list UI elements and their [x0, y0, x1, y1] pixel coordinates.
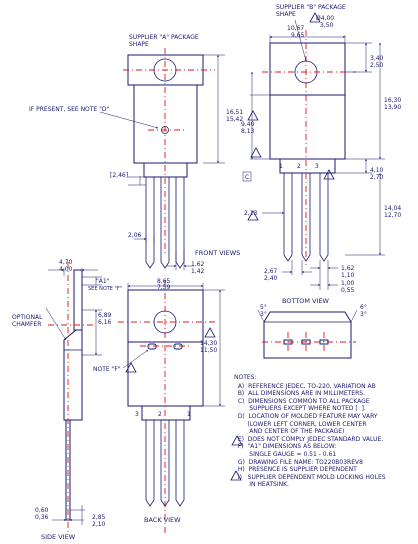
dim-2-85-top: 2,85	[92, 514, 106, 521]
dim-1-62a-bot: 1,42	[191, 268, 205, 275]
dim-16-30-top: 16,30	[384, 97, 401, 104]
dim-3-40-bot: 2,50	[370, 62, 384, 69]
note-d: D) LOCATION OF MOLDED FEATURE MAY VARY	[234, 412, 378, 420]
front-view-b	[242, 19, 385, 290]
dim-3-40-top: 3,40	[370, 55, 384, 62]
note-d-cont-1: (LOWER LEFT CORNER, LOWER CENTER	[234, 420, 367, 428]
angle-5-bot: 3°	[260, 311, 267, 318]
note-f: F) "A1" DIMENSIONS AS BELOW:	[234, 443, 337, 451]
dim-4-70-top: 4,70	[59, 259, 73, 266]
dim-dia-top: Ø4,00	[316, 15, 334, 22]
supplier-b-label-2: SHAPE	[276, 11, 296, 18]
back-view	[118, 280, 225, 535]
dim-6-89-bot: 6,16	[98, 319, 112, 326]
front-pin-3: 3	[315, 163, 319, 170]
optional-chamfer-2: CHAMFER	[12, 321, 41, 328]
supplier-a-label-2: SHAPE	[129, 41, 149, 48]
bottom-view	[257, 309, 358, 359]
dim-10-67-top: 10,67	[287, 25, 304, 32]
dim-1-00-top: 1,00	[341, 280, 355, 287]
dim-16-51-bot: 15,42	[226, 116, 243, 123]
front-view-a	[99, 48, 225, 270]
dim-2-46: [2,46]	[110, 172, 128, 179]
dim-2-67-bot: 2,40	[264, 275, 278, 282]
dim-2-85-bot: 2,10	[92, 521, 106, 528]
drawing-labels: SUPPLIER "A" PACKAGE SHAPE SUPPLIER "B" …	[12, 4, 346, 541]
angle-6-top: 6°	[360, 304, 367, 311]
dim-2-06: 2,06	[128, 232, 142, 239]
front-pin-2: 2	[297, 163, 301, 170]
dim-2-13: 2,13	[244, 210, 258, 217]
note-c: C) DIMENSIONS COMMON TO ALL PACKAGE	[234, 397, 370, 405]
front-views-title: FRONT VIEWS	[195, 249, 240, 257]
note-h: H) PRESENCE IS SUPPLIER DEPENDENT	[234, 466, 357, 474]
dim-0-60-top: 0,60	[35, 507, 49, 514]
back-pin-2: 2	[158, 411, 162, 418]
note-e: E) DOES NOT COMPLY JEDEC STANDARD VALUE.	[234, 435, 384, 443]
back-pin-3: 3	[135, 411, 139, 418]
dim-14-30-top: 14,30	[200, 340, 217, 347]
angle-6-bot: 3°	[360, 311, 367, 318]
side-view-title: SIDE VIEW	[41, 533, 76, 541]
dim-4-10-top: 4,10	[370, 167, 384, 174]
dim-9-40-bot: 8,13	[241, 128, 255, 135]
back-pin-1: 1	[187, 411, 191, 418]
dim-8-65-bot: 7,59	[157, 284, 171, 291]
dim-0-60-bot: 0,36	[35, 514, 49, 521]
notes-heading: NOTES:	[234, 374, 257, 381]
dim-4-10-bot: 2,70	[370, 174, 384, 181]
note-b: B) ALL DIMENSIONS ARE IN MILLIMETERS.	[234, 390, 365, 398]
delta-marker-icons	[125, 12, 335, 481]
bottom-view-title: BOTTOM VIEW	[282, 297, 330, 305]
supplier-b-label-1: SUPPLIER "B" PACKAGE	[276, 4, 346, 11]
if-present-label: IF PRESENT, SEE NOTE "D"	[29, 106, 110, 113]
dim-9-40-top: 9,40	[241, 121, 255, 128]
supplier-a-label-1: SUPPLIER "A" PACKAGE	[129, 34, 199, 41]
dim-1-62b-bot: 1,10	[341, 272, 355, 279]
note-f-cont: SINGLE GAUGE = 0.51 - 0.61	[234, 450, 337, 458]
note-g: G) DRAWING FILE NAME: TO220B03REV8	[234, 458, 363, 466]
angle-5-top: 5°	[260, 304, 267, 311]
note-i-cont: IN HEATSINK.	[234, 481, 289, 489]
dim-14-04-bot: 12,70	[384, 212, 401, 219]
see-note-f-label: SEE NOTE "F"	[88, 286, 122, 292]
dim-2-67-top: 2,67	[264, 268, 278, 275]
dim-dia-bot: 3,50	[320, 22, 334, 29]
dim-14-04-top: 14,04	[384, 205, 401, 212]
dim-4-70-bot: 4,00	[59, 266, 73, 273]
dim-1-00-bot: 0,55	[341, 287, 355, 294]
note-i: I) SUPPLIER DEPENDENT MOLD LOCKING HOLES	[234, 473, 386, 481]
back-view-title: BACK VIEW	[144, 516, 181, 524]
dim-10-67-bot: 9,65	[291, 32, 305, 39]
dim-16-30-bot: 13,90	[384, 104, 401, 111]
dim-6-89-top: 6,89	[98, 312, 112, 319]
note-a: A) REFERENCE JEDEC, TO-220, VARIATION AB	[234, 382, 376, 390]
optional-chamfer-1: OPTIONAL	[12, 314, 43, 321]
c-reference: C	[245, 174, 249, 181]
note-d-cont-2: AND CENTER OF THE PACKAGE)	[234, 428, 345, 436]
a1-label: "A1"	[96, 278, 110, 285]
dim-8-65-top: 8,65	[157, 278, 171, 285]
dim-1-62b-top: 1,62	[341, 265, 355, 272]
note-f-label: NOTE "F"	[93, 366, 121, 373]
side-view	[45, 262, 102, 535]
dim-16-51-top: 16,51	[226, 109, 243, 116]
note-c-cont: SUPPLIERS EXCEPT WHERE NOTED [ ].	[234, 405, 366, 413]
dimension-values: 10,67 9,65 Ø4,00 3,50 3,40 2,50 16,30 13…	[35, 15, 401, 528]
dim-1-62a-top: 1,62	[191, 261, 205, 268]
dim-14-30-bot: 11,50	[200, 347, 217, 354]
notes-block: NOTES: A) REFERENCE JEDEC, TO-220, VARIA…	[234, 374, 418, 489]
front-pin-1: 1	[279, 163, 283, 170]
